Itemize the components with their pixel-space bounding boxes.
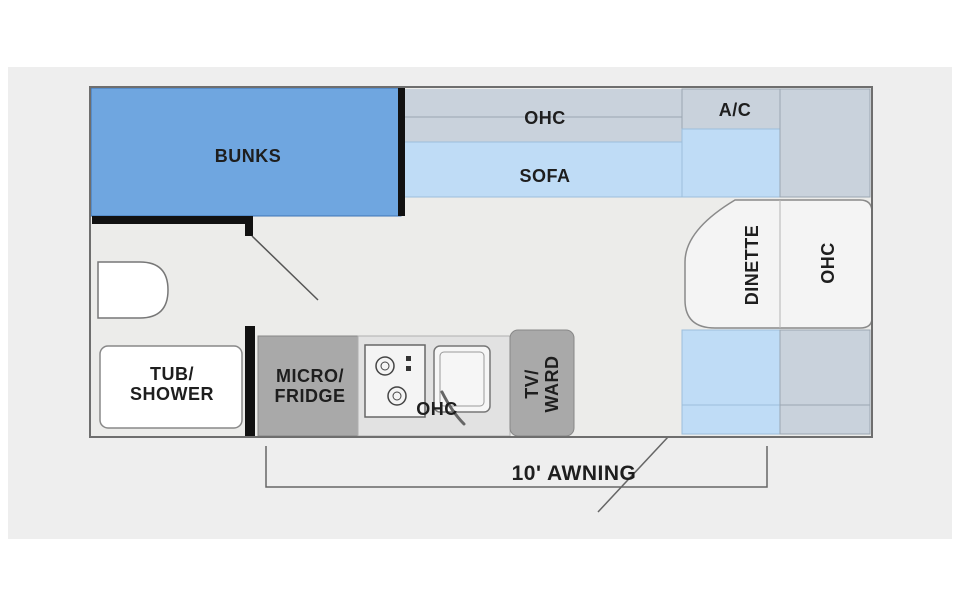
label-ohc-right: OHC xyxy=(818,242,838,284)
dinette-table xyxy=(684,199,873,329)
label-awning: 10' AWNING xyxy=(511,462,637,485)
awning-bracket xyxy=(265,446,768,488)
toilet xyxy=(97,261,169,319)
sofa xyxy=(403,141,683,198)
entry-door-swing xyxy=(597,436,669,513)
label-sofa: SOFA xyxy=(519,166,571,186)
label-tub-shower: TUB/ SHOWER xyxy=(130,364,214,404)
micro-fridge xyxy=(257,335,359,437)
label-bunks: BUNKS xyxy=(214,146,282,166)
ac-unit xyxy=(681,88,781,130)
label-ohc-top: OHC xyxy=(524,108,566,128)
dinette-seat-bottom xyxy=(681,329,781,435)
label-ac: A/C xyxy=(718,100,752,120)
tub-shower xyxy=(99,345,243,429)
ohc-top-cabinet xyxy=(404,89,682,142)
right-cabinet-bottom xyxy=(779,329,871,435)
bunks xyxy=(90,87,402,217)
label-dinette: DINETTE xyxy=(742,224,762,306)
sink xyxy=(433,345,491,413)
right-cabinet-top xyxy=(779,88,871,198)
label-micro-fridge: MICRO/ FRIDGE xyxy=(274,366,346,406)
dinette-seat-top xyxy=(681,128,781,198)
bath-door-swing xyxy=(251,235,319,301)
label-tv-ward: TV/ WARD xyxy=(522,355,562,413)
label-ohc-kitchen: OHC xyxy=(416,399,458,419)
